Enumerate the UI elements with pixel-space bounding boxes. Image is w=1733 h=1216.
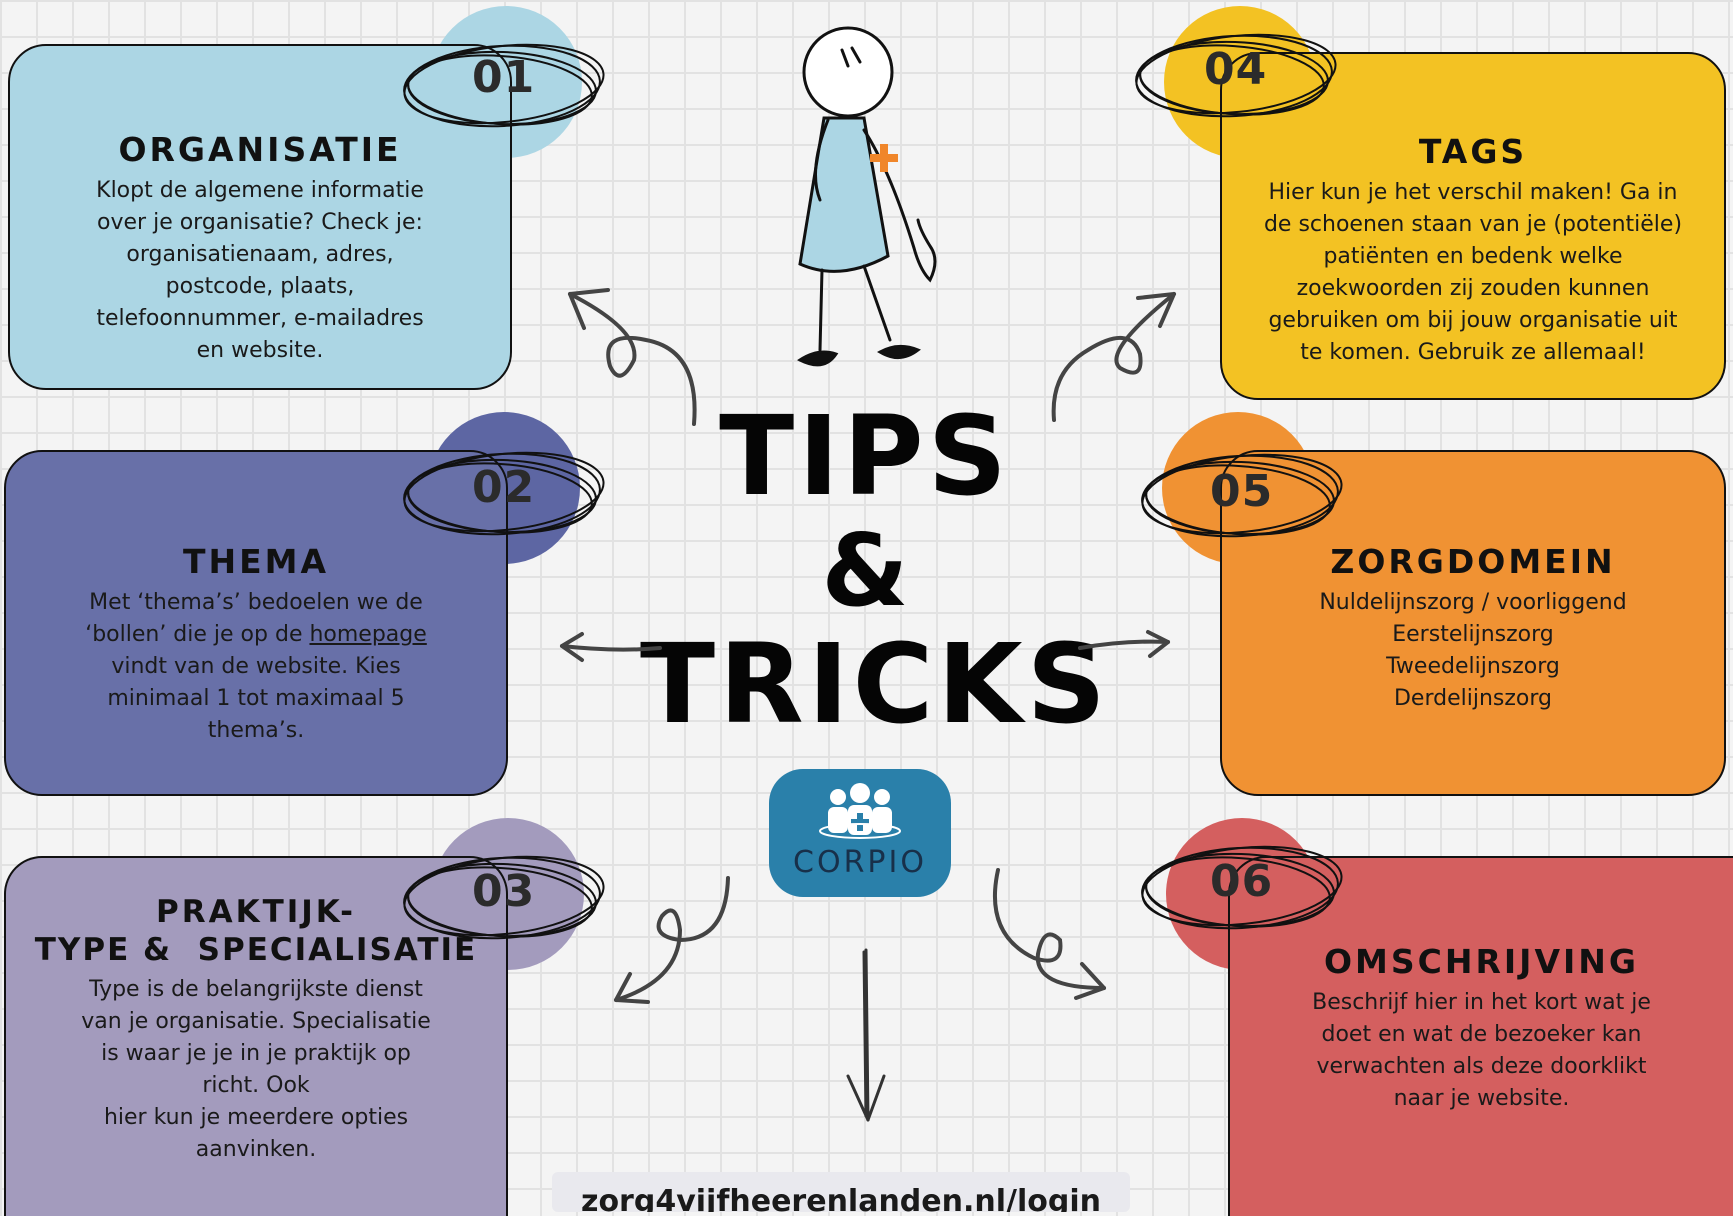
card-line: thema’s. [207, 718, 305, 743]
card-heading: OMSCHRIJVING [1324, 942, 1639, 981]
hand-drawn-arrow-icon [846, 948, 886, 1122]
card-number: 03 [472, 866, 536, 917]
card-line: Hier kun je het verschil maken! Ga in [1268, 180, 1678, 205]
hand-drawn-arrow-icon [560, 632, 662, 662]
card-line: verwachten als deze doorklikt [1316, 1054, 1647, 1079]
corpio-logo: CORPIO [769, 769, 951, 897]
stick-figure-nurse-icon [797, 26, 937, 367]
card-body: Hier kun je het verschil maken! Ga in de… [1223, 177, 1723, 369]
card-number: 04 [1204, 44, 1268, 95]
hand-drawn-arrow-icon [1051, 292, 1176, 422]
card-organisatie: ORGANISATIE Klopt de algemene informatie… [8, 44, 512, 390]
card-line: Type is de belangrijkste dienst [89, 977, 423, 1002]
card-number: 05 [1210, 466, 1274, 517]
card-line: Klopt de algemene informatie [96, 178, 424, 203]
card-thema: THEMA Met ‘thema’s’ bedoelen we de ‘boll… [4, 450, 508, 796]
card-body: Type is de belangrijkste dienst van je o… [16, 974, 496, 1166]
login-url[interactable]: zorg4vijfheerenlanden.nl/login [552, 1172, 1130, 1212]
card-line: patiënten en bedenk welke [1323, 244, 1623, 269]
title-ampersand: & [821, 512, 909, 629]
card-heading: ORGANISATIE [118, 130, 402, 169]
card-zorgdomein: ZORGDOMEIN Nuldelijnszorg / voorliggend … [1220, 450, 1726, 796]
card-line: aanvinken. [195, 1137, 317, 1162]
scribble-circle-icon [403, 43, 605, 128]
card-heading: ZORGDOMEIN [1330, 542, 1616, 581]
card-line: Derdelijnszorg [1393, 686, 1552, 711]
scribble-circle-icon [403, 855, 605, 940]
card-line: organisatienaam, adres, [126, 242, 394, 267]
card-body: Klopt de algemene informatie over je org… [20, 175, 500, 367]
card-heading: TYPE & SPECIALISATIE [34, 932, 478, 968]
logo-text: CORPIO [793, 845, 927, 880]
title-tricks: TRICKS [640, 620, 1110, 748]
card-line: Eerstelijnszorg [1392, 622, 1554, 647]
card-line: gebruiken om bij jouw organisatie uit [1268, 308, 1678, 333]
card-line: ‘bollen’ die je op de homepage [16, 619, 496, 651]
card-number: 02 [472, 462, 536, 513]
title-tips: TIPS [719, 392, 1011, 520]
card-line: richt. Ook [202, 1073, 310, 1098]
hand-drawn-arrow-icon [993, 868, 1106, 1000]
card-line: Met ‘thema’s’ bedoelen we de [89, 590, 423, 615]
card-line: over je organisatie? Check je: [97, 210, 423, 235]
hand-drawn-arrow-icon [568, 288, 697, 426]
card-line: naar je website. [1393, 1086, 1570, 1111]
scribble-circle-icon [1141, 845, 1343, 930]
card-line: hier kun je meerdere opties [103, 1105, 409, 1130]
card-line: de schoenen staan van je (potentiële) [1263, 212, 1683, 237]
card-body: Nuldelijnszorg / voorliggend Eerstelijns… [1233, 587, 1713, 715]
card-body: Beschrijf hier in het kort wat je doet e… [1242, 987, 1722, 1115]
card-line: van je organisatie. Specialisatie [81, 1009, 431, 1034]
card-line: Tweedelijnszorg [1386, 654, 1560, 679]
card-line: postcode, plaats, [165, 274, 355, 299]
card-heading: THEMA [182, 542, 330, 581]
card-line: Nuldelijnszorg / voorliggend [1319, 590, 1627, 615]
card-line: minimaal 1 tot maximaal 5 [107, 686, 405, 711]
card-body: Met ‘thema’s’ bedoelen we de ‘bollen’ di… [16, 587, 496, 747]
card-line: vindt van de website. Kies [111, 654, 401, 679]
card-heading: PRAKTIJK- [155, 894, 356, 930]
card-line: zoekwoorden zij zouden kunnen [1296, 276, 1650, 301]
card-number: 06 [1210, 856, 1274, 907]
homepage-link[interactable]: homepage [309, 622, 427, 647]
scribble-circle-icon [403, 451, 605, 536]
card-line: is waar je je in je praktijk op [101, 1041, 411, 1066]
card-tags: TAGS Hier kun je het verschil maken! Ga … [1220, 52, 1726, 400]
scribble-circle-icon [1135, 33, 1337, 118]
hand-drawn-arrow-icon [614, 876, 730, 1004]
scribble-circle-icon [1141, 453, 1343, 538]
card-line-part: ‘bollen’ die je op de [85, 622, 310, 647]
card-line: Beschrijf hier in het kort wat je [1312, 990, 1651, 1015]
people-group-icon [819, 783, 901, 839]
card-line: doet en wat de bezoeker kan [1321, 1022, 1642, 1047]
card-heading: TAGS [1418, 132, 1528, 171]
card-line: te komen. Gebruik ze allemaal! [1300, 340, 1646, 365]
card-line: en website. [196, 338, 324, 363]
card-line: telefoonnummer, e-mailadres [96, 306, 424, 331]
hand-drawn-arrow-icon [1078, 630, 1170, 658]
card-number: 01 [472, 52, 536, 103]
